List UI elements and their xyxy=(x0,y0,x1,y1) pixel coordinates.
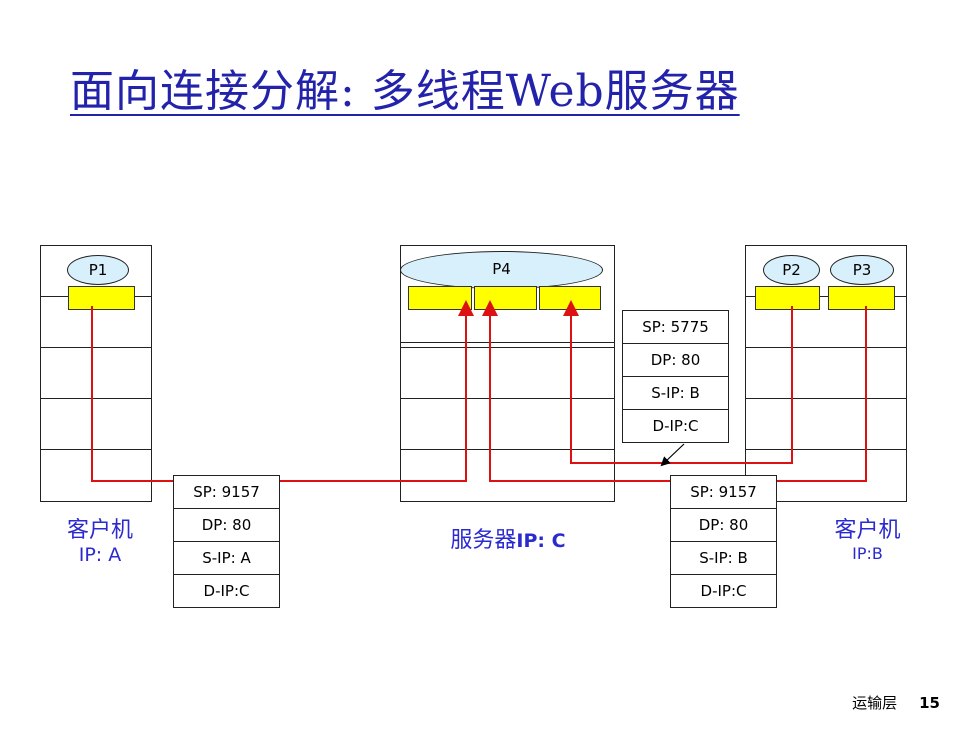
segment-field: S-IP: A xyxy=(174,542,279,575)
socket-p1 xyxy=(68,286,135,310)
host-b-layer-line xyxy=(745,449,907,450)
host-b-layer-line xyxy=(745,398,907,399)
segment-field: SP: 9157 xyxy=(671,476,776,509)
client-b-name: 客户机 xyxy=(834,518,901,543)
server-name: 服务器 xyxy=(450,528,517,553)
segment-field: D-IP:C xyxy=(652,417,699,435)
footer: 运输层 15 xyxy=(852,692,940,713)
host-b-layer-line xyxy=(745,296,907,297)
page-title: 面向连接分解: 多线程Web服务器 xyxy=(70,66,740,117)
segment-field: D-IP:C xyxy=(203,582,250,600)
host-b-layer-line xyxy=(745,347,907,348)
client-a-ip: IP: A xyxy=(78,544,122,566)
page-number: 15 xyxy=(919,694,940,712)
socket-p2 xyxy=(755,286,820,310)
segment-header-b2: SP: 9157 DP: 80 S-IP: B D-IP:C xyxy=(670,475,777,608)
segment-header-a: SP: 9157 DP: 80 S-IP: A D-IP:C xyxy=(173,475,280,608)
segment-field: S-IP: B xyxy=(671,542,776,575)
client-a-label: 客户机 IP: A xyxy=(45,512,155,566)
server-layer-line xyxy=(400,398,615,399)
footer-label: 运输层 xyxy=(852,694,898,712)
segment-field: D-IP:C xyxy=(700,582,747,600)
process-p2: P2 xyxy=(763,255,820,285)
server-label: 服务器IP: C xyxy=(398,522,618,554)
client-b-ip: IP:B xyxy=(852,544,883,563)
host-a-layer-line xyxy=(40,449,152,450)
client-a-name: 客户机 xyxy=(66,518,133,543)
server-layer-line xyxy=(400,347,615,348)
process-p4: P4 xyxy=(400,251,603,289)
link-a-to-server xyxy=(91,300,474,482)
segment-field: DP: 80 xyxy=(671,509,776,542)
segment-pointer-arrow xyxy=(660,443,685,467)
client-b-label: 客户机 IP:B xyxy=(810,512,925,563)
link-p2-to-server xyxy=(563,300,793,464)
socket-p3 xyxy=(828,286,895,310)
host-a-layer-line xyxy=(40,347,152,348)
segment-field: S-IP: B xyxy=(623,377,728,410)
segment-field: DP: 80 xyxy=(174,509,279,542)
process-p3: P3 xyxy=(830,255,894,285)
server-layer-line xyxy=(400,449,615,450)
host-a-layer-line xyxy=(40,398,152,399)
server-layer-line xyxy=(400,342,615,343)
segment-header-b1: SP: 5775 DP: 80 S-IP: B D-IP:C xyxy=(622,310,729,443)
server-ip: IP: C xyxy=(516,530,566,552)
segment-field: SP: 5775 xyxy=(623,311,728,344)
segment-field: SP: 9157 xyxy=(174,476,279,509)
segment-field: DP: 80 xyxy=(623,344,728,377)
process-p1: P1 xyxy=(67,255,129,285)
